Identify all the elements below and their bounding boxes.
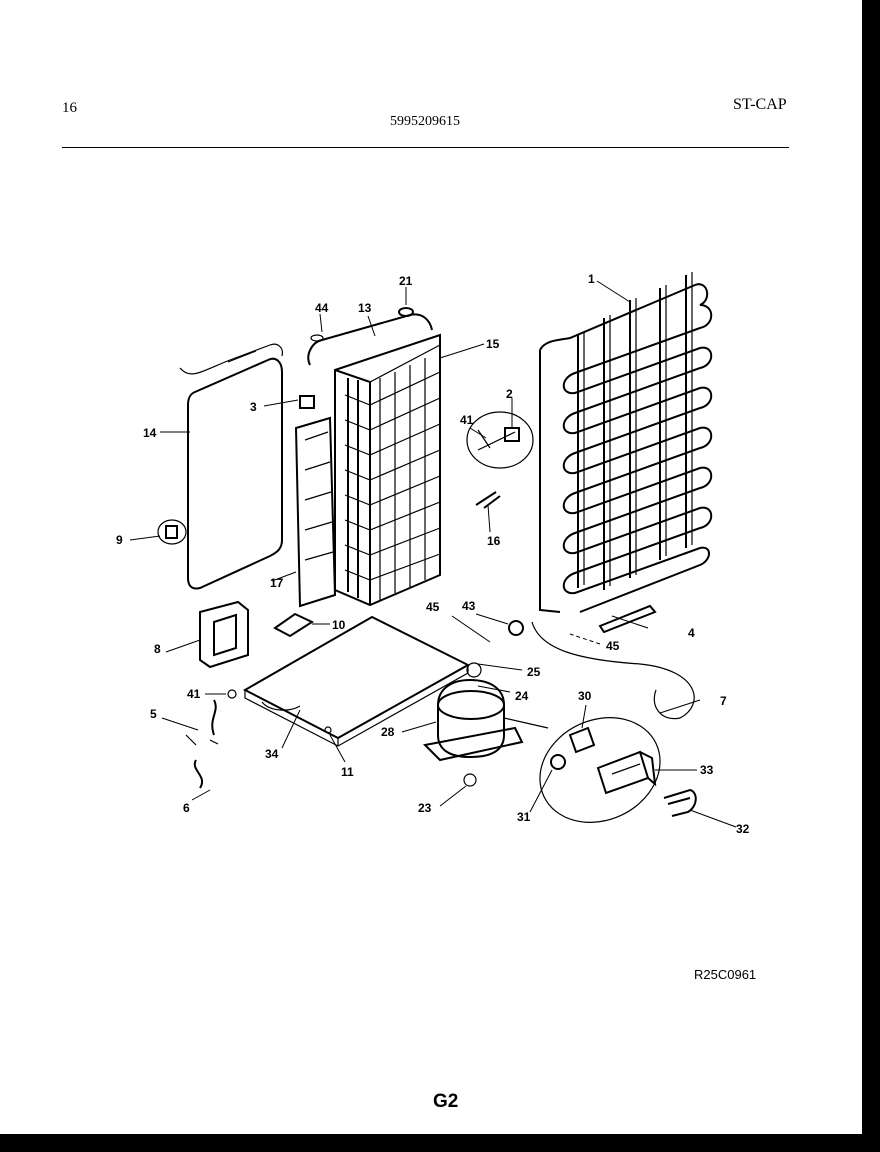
callout-43: 43 <box>462 599 476 613</box>
callout-45-left: 45 <box>426 600 440 614</box>
callout-7: 7 <box>720 694 727 708</box>
callout-3: 3 <box>250 400 257 414</box>
grommet-43 <box>508 620 524 636</box>
callout-11: 11 <box>341 765 354 779</box>
plug-9 <box>157 519 187 545</box>
callout-9: 9 <box>116 533 123 547</box>
compressor <box>422 662 549 787</box>
callout-21: 21 <box>399 274 413 288</box>
capillary-tube <box>531 621 695 720</box>
callout-28: 28 <box>381 725 395 739</box>
page-label: G2 <box>433 1091 459 1112</box>
model-number: 5995209615 <box>390 114 460 129</box>
door-gasket <box>179 343 283 590</box>
callout-17: 17 <box>270 576 284 590</box>
callout-6: 6 <box>183 801 190 815</box>
model-code: ST-CAP <box>733 96 787 113</box>
wiring-5-6 <box>185 699 219 789</box>
callout-1: 1 <box>588 272 595 286</box>
callout-8: 8 <box>154 642 161 656</box>
condenser-coil <box>539 272 713 613</box>
page-number: 16 <box>62 100 77 116</box>
evaporator <box>334 333 441 607</box>
callout-16: 16 <box>487 534 501 548</box>
figure-code: R25C0961 <box>694 967 757 982</box>
relay-detail <box>539 717 661 823</box>
bracket-8 <box>199 600 249 669</box>
part-16 <box>475 491 501 509</box>
clip-10 <box>273 612 315 638</box>
callout-41-left: 41 <box>187 687 201 701</box>
parts-diagram-page: 16 5995209615 ST-CAP <box>0 0 862 1134</box>
base-plate <box>242 615 471 747</box>
callout-5: 5 <box>150 707 157 721</box>
clamp-detail <box>466 411 534 469</box>
screw-41 <box>227 689 237 699</box>
callout-44: 44 <box>315 301 329 315</box>
callout-45-right: 45 <box>606 639 620 653</box>
callout-15: 15 <box>486 337 500 351</box>
foot-11 <box>324 726 332 734</box>
clip-3 <box>299 395 315 409</box>
callout-31: 31 <box>517 810 531 824</box>
callout-41-right: 41 <box>460 413 474 427</box>
callout-24: 24 <box>515 689 529 703</box>
header-rule <box>62 147 789 148</box>
callout-13: 13 <box>358 301 372 315</box>
tubing-13 <box>307 307 433 366</box>
callout-4: 4 <box>688 626 695 640</box>
callout-30: 30 <box>578 689 592 703</box>
callout-25: 25 <box>527 665 541 679</box>
callout-33: 33 <box>700 763 714 777</box>
filter-drier <box>598 604 657 634</box>
exploded-view-diagram: 1 2 3 4 5 6 7 8 9 10 11 13 14 15 16 17 2… <box>116 272 750 836</box>
callout-labels: 1 2 3 4 5 6 7 8 9 10 11 13 14 15 16 17 2… <box>116 272 750 836</box>
callout-23: 23 <box>418 801 432 815</box>
callout-32: 32 <box>736 822 750 836</box>
insulation-panel <box>294 416 337 608</box>
callout-2: 2 <box>506 387 513 401</box>
leader-lines <box>129 280 737 828</box>
callout-10: 10 <box>332 618 346 632</box>
clip-32 <box>663 788 697 817</box>
callout-14: 14 <box>143 426 157 440</box>
callout-34: 34 <box>265 747 279 761</box>
